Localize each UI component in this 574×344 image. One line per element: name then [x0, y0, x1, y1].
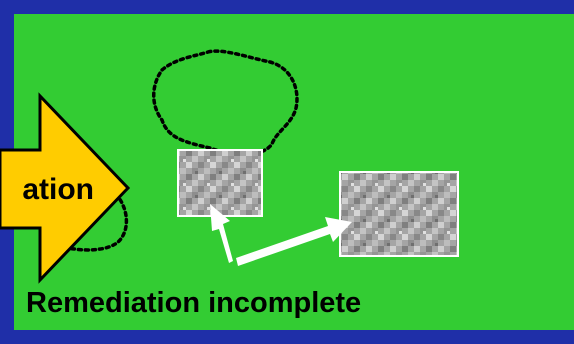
arrow-label: ation	[0, 170, 94, 210]
sample-small	[178, 150, 262, 216]
sample-large	[340, 172, 458, 256]
caption-text: Remediation incomplete	[26, 283, 574, 323]
motion-arrow-right	[236, 217, 352, 266]
dotted-outline-upper	[154, 51, 297, 154]
